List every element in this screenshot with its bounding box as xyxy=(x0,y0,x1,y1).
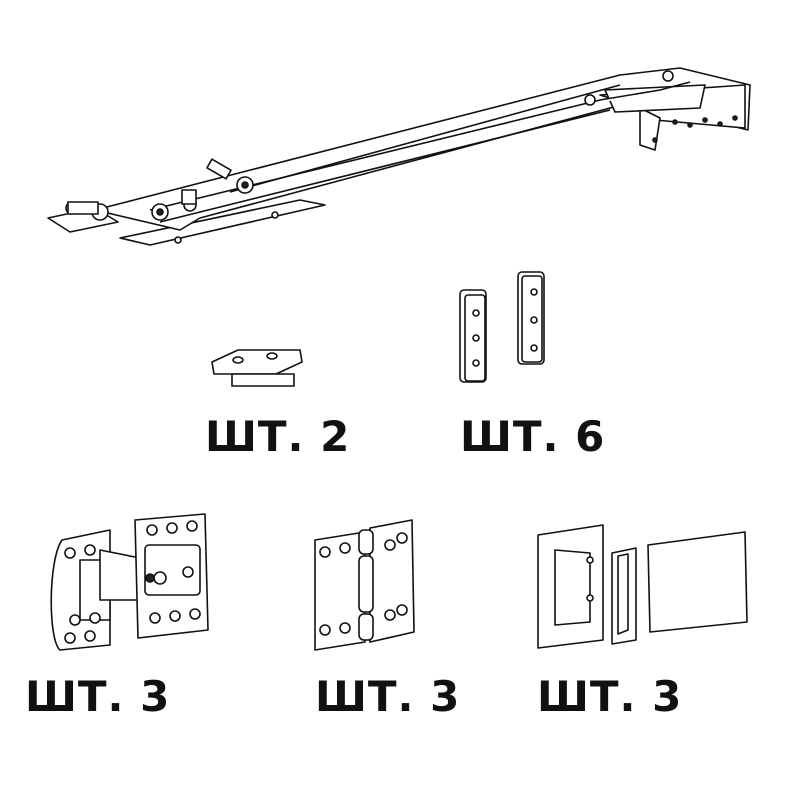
concealed-hinge-drawing xyxy=(50,513,209,651)
cover-plate-set-drawing xyxy=(537,524,748,649)
bracket-drawing xyxy=(211,349,303,387)
cover-plate-quantity-label: ШТ. 3 xyxy=(537,672,683,721)
spacer-strip-drawing xyxy=(459,271,545,383)
concealed-hinge-quantity-label: ШТ. 3 xyxy=(25,672,171,721)
bracket-quantity-label: ШТ. 2 xyxy=(205,412,351,461)
butt-hinge-drawing xyxy=(314,519,415,651)
butt-hinge-quantity-label: ШТ. 3 xyxy=(315,672,461,721)
spacer-strip-quantity-label: ШТ. 6 xyxy=(460,412,606,461)
mechanism-arm-drawing xyxy=(47,67,751,246)
